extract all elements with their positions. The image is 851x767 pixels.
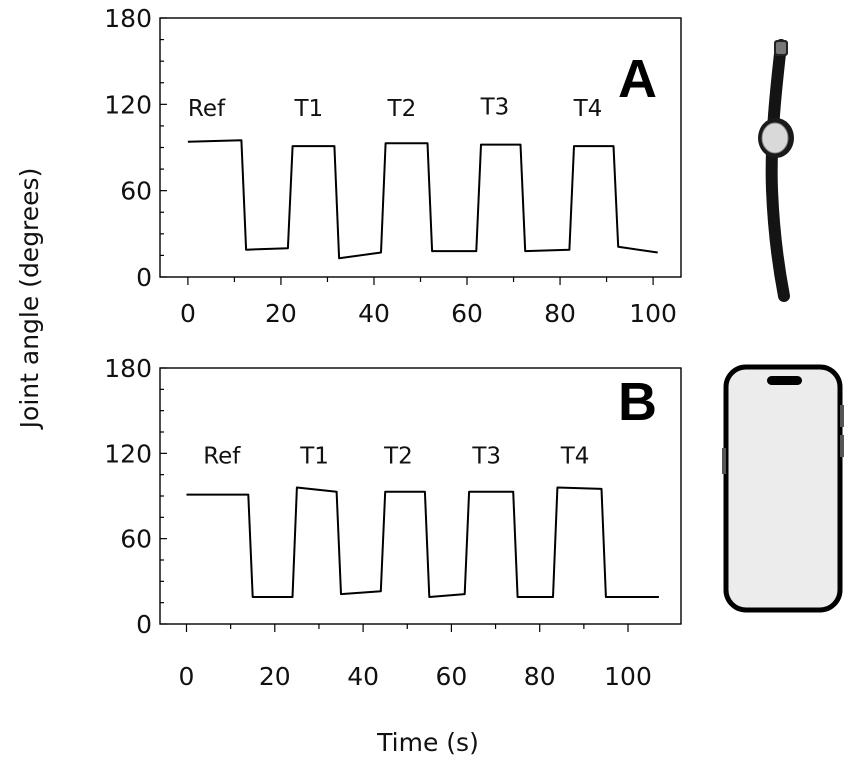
x-tick-label: 40 <box>347 662 379 691</box>
panel-label: A <box>618 49 657 109</box>
segment-label: T2 <box>387 96 417 122</box>
segment-label: Ref <box>188 96 226 122</box>
segment-label: T3 <box>480 94 510 120</box>
y-tick-label: 180 <box>104 4 152 33</box>
y-tick-label: 120 <box>104 439 152 468</box>
x-tick-label: 100 <box>629 299 677 328</box>
segment-label: Ref <box>203 443 241 469</box>
segment-label: T2 <box>383 443 413 469</box>
series-line <box>187 139 658 260</box>
x-axis-title: Time (s) <box>376 728 479 757</box>
y-tick-label: 60 <box>120 177 152 206</box>
series-line <box>186 486 659 598</box>
x-tick-label: 100 <box>604 662 652 691</box>
segment-label: T4 <box>560 443 590 469</box>
x-tick-label: 0 <box>179 662 195 691</box>
x-tick-label: 40 <box>358 299 390 328</box>
y-tick-label: 180 <box>104 354 152 383</box>
x-tick-label: 20 <box>259 662 291 691</box>
y-tick-label: 60 <box>120 525 152 554</box>
segment-label: T3 <box>471 443 501 469</box>
x-tick-label: 80 <box>524 662 556 691</box>
x-tick-label: 60 <box>436 662 468 691</box>
segment-label: T1 <box>299 443 329 469</box>
panel-a: 0 60 120 180 0 20 40 60 80 100 Ref T1 T2 T3 T4 A <box>104 4 682 328</box>
y-axis-title: Joint angle (degrees) <box>15 168 44 431</box>
y-tick-label: 0 <box>136 610 152 639</box>
y-tick-label: 0 <box>136 263 152 292</box>
x-tick-label: 0 <box>180 299 196 328</box>
segment-label: T1 <box>294 96 324 122</box>
panel-b: 0 60 120 180 0 20 40 60 80 100 Ref T1 T2 T3 T4 B <box>104 354 682 691</box>
y-tick-label: 120 <box>104 90 152 119</box>
smartwatch-icon <box>758 39 794 302</box>
smartphone-icon <box>722 364 844 613</box>
x-tick-label: 20 <box>265 299 297 328</box>
panel-label: B <box>618 372 657 432</box>
plot-frame <box>159 367 682 625</box>
segment-label: T4 <box>573 96 603 122</box>
plot-frame <box>159 17 682 278</box>
x-tick-label: 80 <box>544 299 576 328</box>
x-tick-label: 60 <box>451 299 483 328</box>
